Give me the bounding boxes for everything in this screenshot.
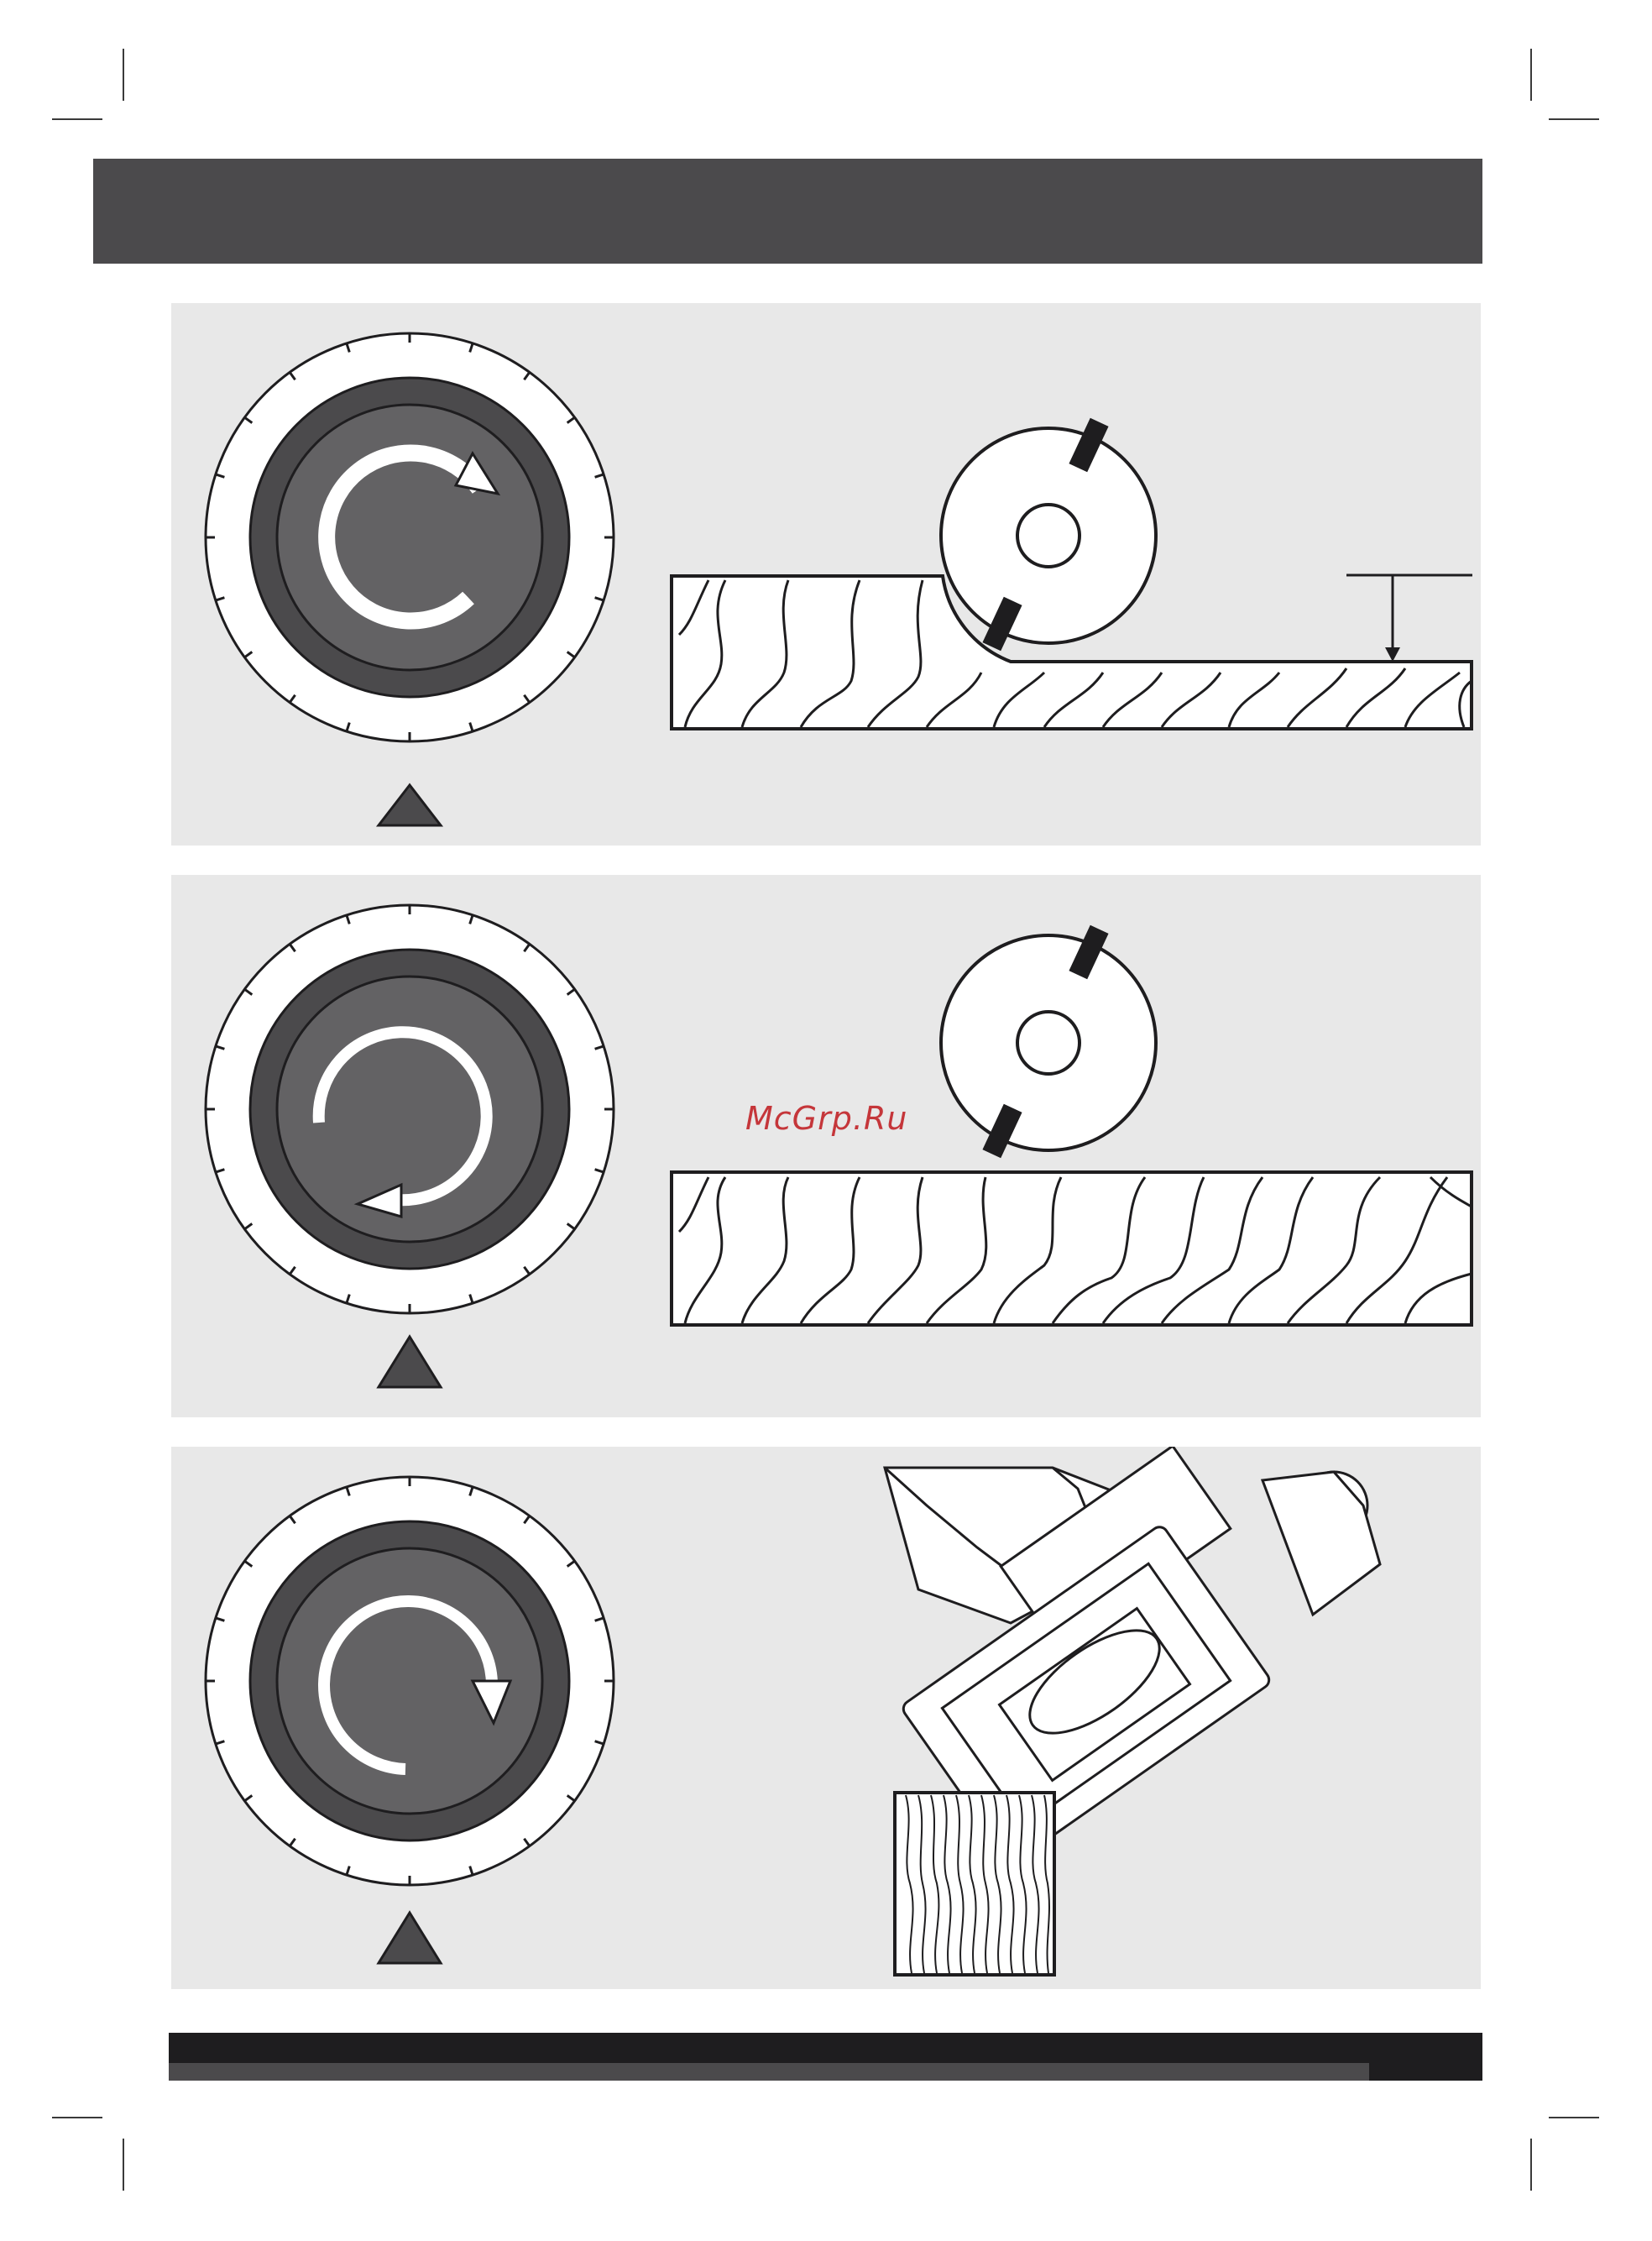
crop-mark (1530, 2139, 1532, 2191)
dial-clockwise-panel (171, 303, 1481, 846)
speed-dial-icon (206, 905, 614, 1313)
panel-2-illustration (171, 875, 1481, 1417)
crop-mark (123, 2139, 124, 2191)
dial-counterclockwise-panel (171, 875, 1481, 1417)
dial-clockwise-down-panel (171, 1447, 1481, 1989)
indicator-triangle-icon (379, 1337, 441, 1387)
wood-block (895, 1793, 1054, 1975)
footer-band-inner (169, 2063, 1369, 2081)
panel-1-illustration (171, 303, 1481, 846)
crop-mark (52, 2117, 102, 2118)
crop-mark (1549, 118, 1599, 120)
footer-band (169, 2033, 1482, 2081)
header-banner (93, 159, 1482, 264)
watermark-text: McGrp.Ru (745, 1100, 907, 1137)
crop-mark (1530, 49, 1532, 101)
indicator-triangle-icon (379, 1913, 441, 1963)
crop-mark (123, 49, 124, 101)
panel-3-illustration (171, 1447, 1481, 1989)
router-bit-icon (941, 925, 1156, 1159)
speed-dial-icon (206, 1477, 614, 1885)
crop-mark (1549, 2117, 1599, 2118)
crop-mark (52, 118, 102, 120)
speed-dial-icon (206, 333, 614, 741)
router-bit-icon (941, 418, 1156, 652)
indicator-triangle-icon (379, 785, 441, 825)
